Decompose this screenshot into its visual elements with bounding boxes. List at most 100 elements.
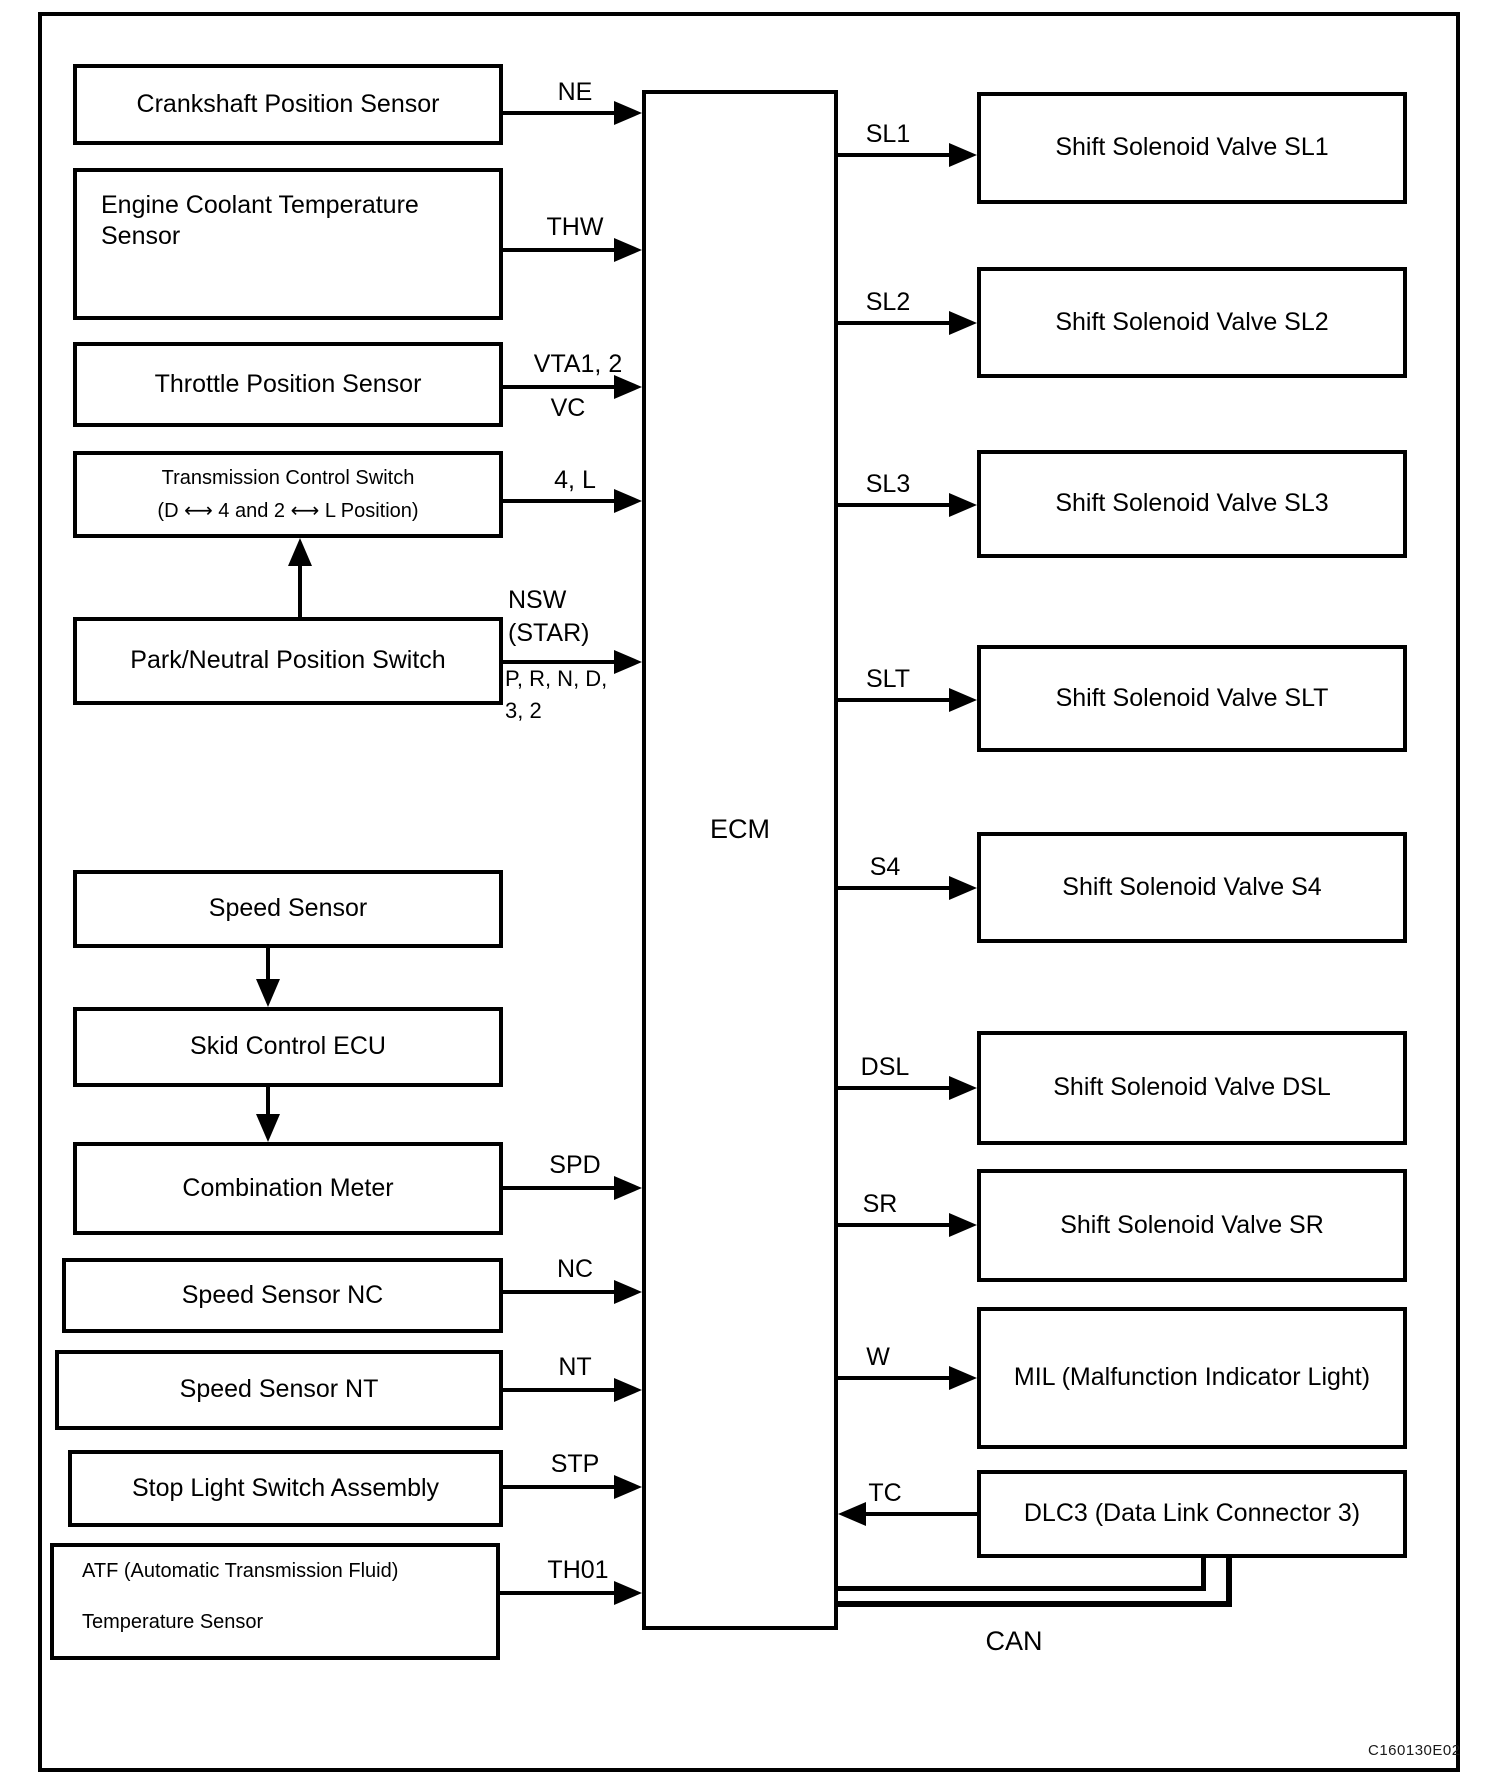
box-speed-sensor-nt: Speed Sensor NT — [55, 1350, 503, 1430]
nt-arrowhead — [614, 1378, 642, 1402]
pn-to-tcs-arrow-line — [298, 560, 302, 617]
box-atf-temperature-sensor: ATF (Automatic Transmission Fluid) Tempe… — [50, 1543, 500, 1660]
box-label-line1: Transmission Control Switch — [161, 466, 415, 489]
box-engine-coolant-temperature-sensor: Engine Coolant Temperature Sensor — [73, 168, 503, 320]
star-signal-label: (STAR) — [508, 619, 590, 647]
sr-arrow-line — [838, 1223, 954, 1227]
w-arrow-line — [838, 1376, 954, 1380]
box-label: DLC3 (Data Link Connector 3) — [1023, 1499, 1361, 1528]
pn-to-tcs-arrowhead — [288, 538, 312, 566]
th01-arrow-line — [500, 1591, 619, 1595]
box-shift-solenoid-valve-s4: Shift Solenoid Valve S4 — [977, 832, 1407, 943]
tc-arrow-line — [862, 1512, 977, 1516]
sr-signal-label: SR — [862, 1190, 898, 1218]
box-label-line2: Sensor — [101, 222, 181, 251]
positions-label-line2: 3, 2 — [505, 698, 542, 723]
box-shift-solenoid-valve-sl2: Shift Solenoid Valve SL2 — [977, 267, 1407, 378]
box-speed-sensor-nc: Speed Sensor NC — [62, 1258, 503, 1333]
dsl-arrow-line — [838, 1086, 954, 1090]
sl2-arrow-line — [838, 321, 954, 325]
sl3-arrow-line — [838, 503, 954, 507]
box-speed-sensor: Speed Sensor — [73, 870, 503, 948]
nc-signal-label: NC — [556, 1255, 594, 1283]
sl2-signal-label: SL2 — [865, 288, 911, 316]
stp-arrowhead — [614, 1475, 642, 1499]
box-combination-meter: Combination Meter — [73, 1142, 503, 1235]
slt-signal-label: SLT — [866, 665, 910, 693]
box-label: Crankshaft Position Sensor — [136, 89, 440, 118]
dsl-signal-label: DSL — [860, 1053, 910, 1081]
can-bus-line1-vertical — [1201, 1558, 1206, 1591]
s4-arrow-line — [838, 886, 954, 890]
speed-to-skid-arrowhead — [256, 979, 280, 1007]
box-label: Shift Solenoid Valve SL2 — [1055, 307, 1329, 336]
slt-arrowhead — [949, 688, 977, 712]
w-signal-label: W — [866, 1343, 890, 1371]
sl1-signal-label: SL1 — [865, 120, 911, 148]
spd-arrowhead — [614, 1176, 642, 1200]
nt-arrow-line — [503, 1388, 619, 1392]
box-dlc3: DLC3 (Data Link Connector 3) — [977, 1470, 1407, 1558]
4l-arrow-line — [503, 499, 619, 503]
box-label: Shift Solenoid Valve SL1 — [1055, 133, 1329, 162]
box-ecm: ECM — [642, 90, 838, 1630]
vta-arrow-line — [503, 385, 619, 389]
box-shift-solenoid-valve-sl1: Shift Solenoid Valve SL1 — [977, 92, 1407, 204]
box-label: Stop Light Switch Assembly — [131, 1473, 440, 1502]
box-label-line1: Engine Coolant Temperature — [101, 191, 419, 219]
spd-signal-label: SPD — [549, 1151, 601, 1179]
can-bus-line2-horizontal — [838, 1601, 1232, 1607]
figure-code: C160130E02 — [1368, 1742, 1461, 1759]
box-label-line2: Temperature Sensor — [82, 1611, 264, 1633]
thw-arrow-line — [503, 248, 619, 252]
box-label-line1: ATF (Automatic Transmission Fluid) — [82, 1560, 399, 1582]
box-label: Shift Solenoid Valve DSL — [1053, 1073, 1331, 1102]
ne-arrow-line — [503, 111, 619, 115]
box-shift-solenoid-valve-sr: Shift Solenoid Valve SR — [977, 1169, 1407, 1282]
nsw-arrowhead — [614, 650, 642, 674]
thw-arrowhead — [614, 238, 642, 262]
th01-signal-label: TH01 — [547, 1556, 609, 1584]
sr-arrowhead — [949, 1213, 977, 1237]
box-label: Shift Solenoid Valve SLT — [1055, 683, 1329, 712]
box-label: Speed Sensor NT — [179, 1375, 379, 1404]
nsw-signal-label: NSW — [508, 586, 567, 614]
box-label: MIL (Malfunction Indicator Light) — [1013, 1363, 1371, 1392]
nc-arrowhead — [614, 1280, 642, 1304]
nsw-arrow-line — [503, 660, 619, 664]
box-label: Skid Control ECU — [190, 1032, 386, 1061]
stp-arrow-line — [503, 1485, 619, 1489]
box-label: Shift Solenoid Valve SL3 — [1055, 489, 1329, 518]
box-mil: MIL (Malfunction Indicator Light) — [977, 1307, 1407, 1449]
box-label: Speed Sensor NC — [181, 1280, 384, 1309]
box-label: Transmission Control Switch (D ⟷ 4 and 2… — [157, 466, 418, 524]
box-shift-solenoid-valve-sl3: Shift Solenoid Valve SL3 — [977, 450, 1407, 558]
box-throttle-position-sensor: Throttle Position Sensor — [73, 342, 503, 427]
sl2-arrowhead — [949, 311, 977, 335]
box-shift-solenoid-valve-slt: Shift Solenoid Valve SLT — [977, 645, 1407, 752]
vta-signal-label: VTA1, 2 — [533, 350, 623, 378]
box-label: Combination Meter — [182, 1173, 394, 1202]
vc-signal-label: VC — [550, 394, 586, 422]
box-label: Engine Coolant Temperature Sensor — [77, 172, 419, 253]
4l-signal-label: 4, L — [554, 466, 596, 494]
tc-arrowhead — [838, 1502, 866, 1526]
box-crankshaft-position-sensor: Crankshaft Position Sensor — [73, 64, 503, 145]
box-label: Speed Sensor — [208, 894, 368, 923]
stp-signal-label: STP — [550, 1450, 600, 1478]
spd-arrow-line — [503, 1186, 619, 1190]
box-label: Shift Solenoid Valve SR — [1060, 1210, 1324, 1239]
box-label: Throttle Position Sensor — [154, 369, 422, 398]
s4-arrowhead — [949, 876, 977, 900]
box-transmission-control-switch: Transmission Control Switch (D ⟷ 4 and 2… — [73, 451, 503, 538]
sl3-signal-label: SL3 — [865, 470, 911, 498]
can-bus-line2-vertical — [1226, 1558, 1232, 1607]
box-skid-control-ecu: Skid Control ECU — [73, 1007, 503, 1087]
nt-signal-label: NT — [558, 1353, 592, 1381]
box-label-line2: (D ⟷ 4 and 2 ⟷ L Position) — [157, 499, 419, 522]
slt-arrow-line — [838, 698, 954, 702]
sl1-arrowhead — [949, 143, 977, 167]
th01-arrowhead — [614, 1581, 642, 1605]
sl3-arrowhead — [949, 493, 977, 517]
